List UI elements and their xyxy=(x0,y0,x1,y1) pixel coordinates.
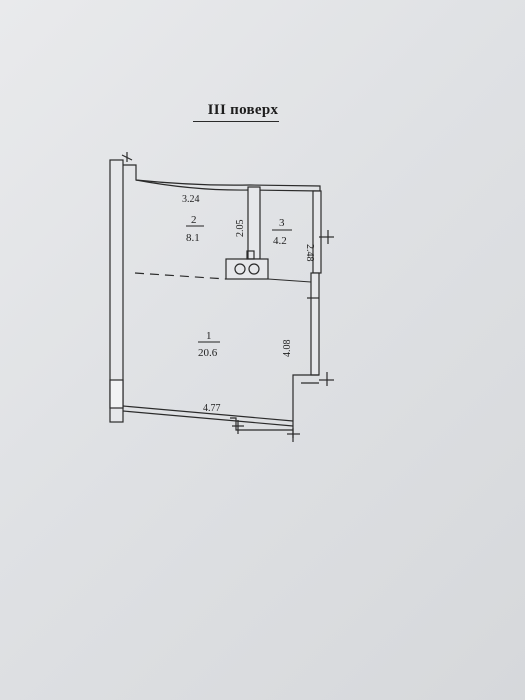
vent-hole-2 xyxy=(248,263,260,275)
room-1-number: 1 xyxy=(206,330,212,342)
zone-divider xyxy=(134,272,227,280)
dim-room1-height: 4.08 xyxy=(282,340,293,358)
room-2-area: 8.1 xyxy=(186,232,200,244)
bottom-wall-outer xyxy=(122,405,294,422)
corner-step xyxy=(292,374,319,438)
zone-divider-right xyxy=(267,278,312,283)
left-wall xyxy=(109,159,124,423)
vent-block xyxy=(225,258,269,280)
vent-hole-1 xyxy=(234,263,246,275)
dim-room2-height: 2.05 xyxy=(235,220,246,238)
left-wall-tick-2 xyxy=(121,154,133,161)
title-underline xyxy=(193,121,279,122)
right-wall-lower xyxy=(310,272,320,376)
room-2-number: 2 xyxy=(191,214,197,226)
floor-title: III поверх xyxy=(207,102,279,118)
room-3-number: 3 xyxy=(279,217,285,229)
partition-wall xyxy=(247,186,261,260)
bottom-wall-notch xyxy=(230,417,293,431)
room-1-area: 20.6 xyxy=(198,347,218,359)
bottom-wall-inner xyxy=(122,410,294,427)
room-3-area: 4.2 xyxy=(273,235,287,247)
left-window xyxy=(109,379,124,409)
top-wall-inner-right xyxy=(249,189,321,192)
dim-room3-height: 2.48 xyxy=(304,244,315,262)
dim-bottom-width: 4.77 xyxy=(203,403,221,414)
dim-top-width: 3.24 xyxy=(182,194,200,205)
vent-top xyxy=(246,250,255,260)
top-wall-inner xyxy=(135,179,251,191)
